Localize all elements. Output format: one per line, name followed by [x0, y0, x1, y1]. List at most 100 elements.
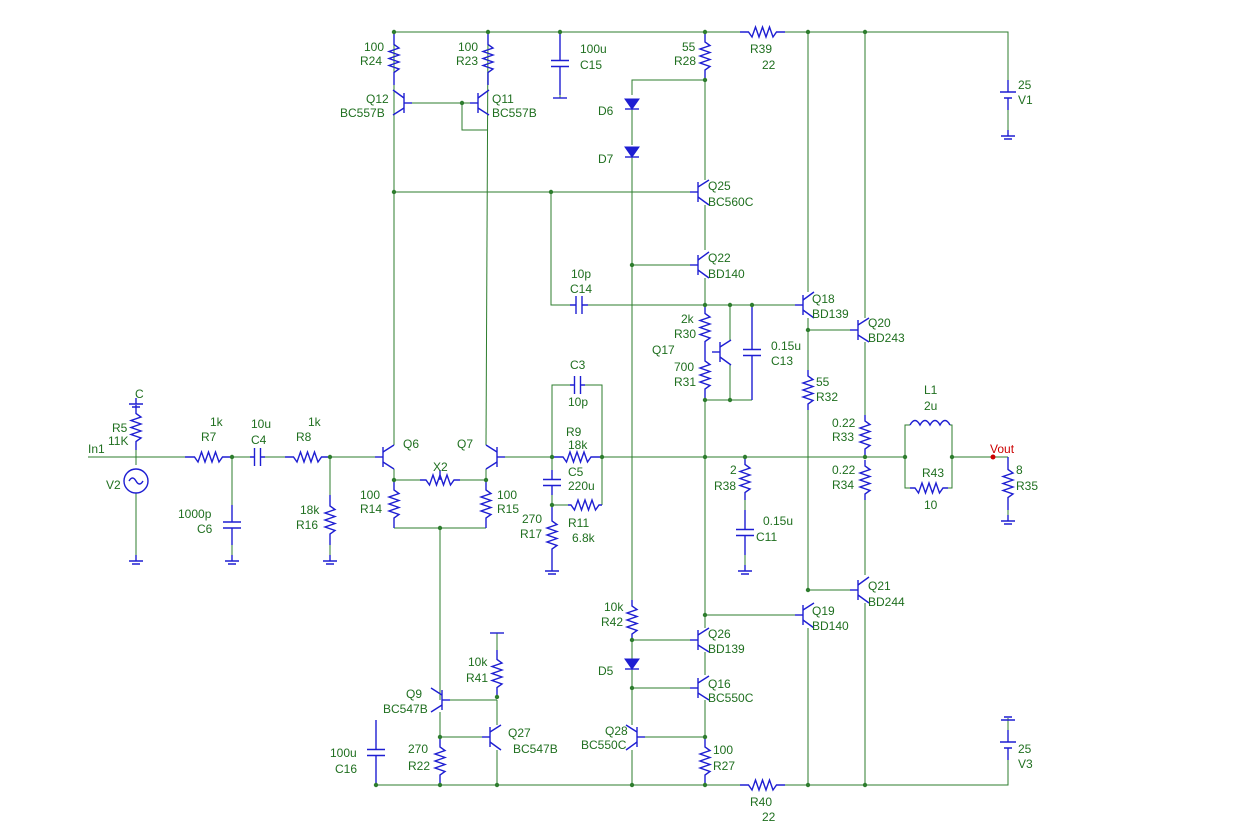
junction-dot: [949, 454, 955, 460]
label-r16-name: R16: [296, 518, 318, 532]
ground-v1: [1001, 130, 1015, 140]
label-l1-val: 2u: [924, 399, 937, 413]
junction-dot: [437, 734, 443, 740]
label-q18-name: Q18: [812, 292, 835, 306]
junction-dot: [483, 477, 489, 483]
junction-dot: [494, 694, 500, 700]
transistor-q28: [625, 724, 638, 751]
junction-dot: [862, 454, 868, 460]
resistor-r40: [740, 777, 785, 793]
label-r35-val: 8: [1016, 463, 1023, 477]
label-x2: X2: [433, 460, 448, 474]
resistor-r30: [697, 305, 713, 350]
capacitor-c11: [736, 510, 754, 555]
junction-dot: [391, 477, 397, 483]
label-q27-type: BC547B: [513, 742, 558, 756]
label-r43-val: 10: [924, 498, 938, 512]
label-q28-type: BC550C: [581, 738, 627, 752]
junction-dot: [391, 189, 397, 195]
label-r27-name: R27: [713, 759, 735, 773]
label-c14-val: 10p: [571, 267, 591, 281]
wire: [950, 424, 953, 457]
label-in1: In1: [88, 442, 105, 456]
junction-dot: [629, 637, 635, 643]
transistor-q6: [382, 444, 395, 470]
label-r8-name: R8: [296, 430, 312, 444]
resistor-r42: [624, 600, 640, 640]
wire: [551, 384, 570, 457]
junction-dot: [727, 397, 733, 403]
label-q28-name: Q28: [605, 724, 628, 738]
label-q11-name: Q11: [492, 92, 514, 106]
wire: [904, 457, 910, 489]
label-r38-name: R38: [714, 479, 736, 493]
wire: [785, 31, 1009, 80]
label-r42-name: R42: [601, 615, 623, 629]
resistor-r23: [480, 32, 496, 85]
junction-dot: [727, 302, 733, 308]
source-v2: [128, 477, 144, 485]
junction-dot: [549, 502, 555, 508]
junction-dot: [373, 782, 379, 788]
resistor-r32: [800, 370, 816, 410]
wire: [904, 424, 910, 457]
label-c14-name: C14: [570, 282, 592, 296]
label-r41-val: 10k: [468, 655, 488, 669]
junction-dot: [805, 327, 811, 333]
label-c-node: C: [135, 387, 144, 401]
label-v3-name: V3: [1018, 757, 1033, 771]
label-c5-name: C5: [568, 465, 584, 479]
wire: [485, 31, 489, 446]
capacitor-c15: [551, 32, 569, 95]
battery-v3: [1000, 730, 1016, 760]
junction-dot: [702, 612, 708, 618]
label-r33-name: R33: [832, 430, 854, 444]
label-r40-val: 22: [762, 810, 776, 824]
label-r39-val: 22: [762, 58, 776, 72]
wire: [631, 79, 705, 95]
resistor-r43: [910, 480, 948, 496]
label-q21-name: Q21: [868, 579, 891, 593]
label-q21-type: BD244: [868, 595, 905, 609]
junction-dot: [437, 782, 443, 788]
junction-dot: [702, 782, 708, 788]
capacitor-c4: [250, 448, 265, 466]
label-r14-name: R14: [360, 502, 382, 516]
label-q27-name: Q27: [508, 726, 531, 740]
resistor-r41: [489, 650, 505, 697]
label-d7: D7: [598, 152, 614, 166]
label-q16-name: Q16: [708, 677, 731, 691]
label-r27-val: 100: [713, 743, 733, 757]
junction-dot: [805, 29, 811, 35]
junction-dot: [749, 302, 755, 308]
label-l1-name: L1: [924, 383, 938, 397]
label-r32-val: 55: [816, 375, 830, 389]
label-q12-type: BC557B: [340, 106, 385, 120]
label-r9-val: 18k: [568, 438, 588, 452]
label-q11-type: BC557B: [492, 106, 537, 120]
label-c4-val: 10u: [251, 417, 271, 431]
label-q25-name: Q25: [708, 179, 731, 193]
diode-d5: [624, 658, 640, 670]
label-c13-name: C13: [771, 354, 793, 368]
label-r42-val: 10k: [604, 600, 624, 614]
label-r9-name: R9: [566, 425, 582, 439]
resistor-r16: [322, 495, 338, 545]
label-c6-name: C6: [197, 522, 213, 536]
transistor-q21: [857, 576, 870, 604]
resistor-r24: [386, 32, 402, 85]
junction-dot: [459, 100, 465, 106]
transistor-q9: [430, 687, 443, 713]
junction-dot: [629, 685, 635, 691]
resistor-r8: [285, 449, 330, 465]
transistor-q19: [802, 602, 815, 629]
inductor-l1: [909, 419, 951, 427]
label-r33-val: 0.22: [832, 416, 856, 430]
battery-v1: [1000, 80, 1016, 110]
capacitor-c5: [543, 470, 561, 495]
vout-node: [990, 454, 996, 460]
label-r15-name: R15: [497, 502, 519, 516]
label-r8-val: 1k: [308, 415, 322, 429]
junction-dot: [862, 29, 868, 35]
label-r43-name: R43: [922, 466, 944, 480]
